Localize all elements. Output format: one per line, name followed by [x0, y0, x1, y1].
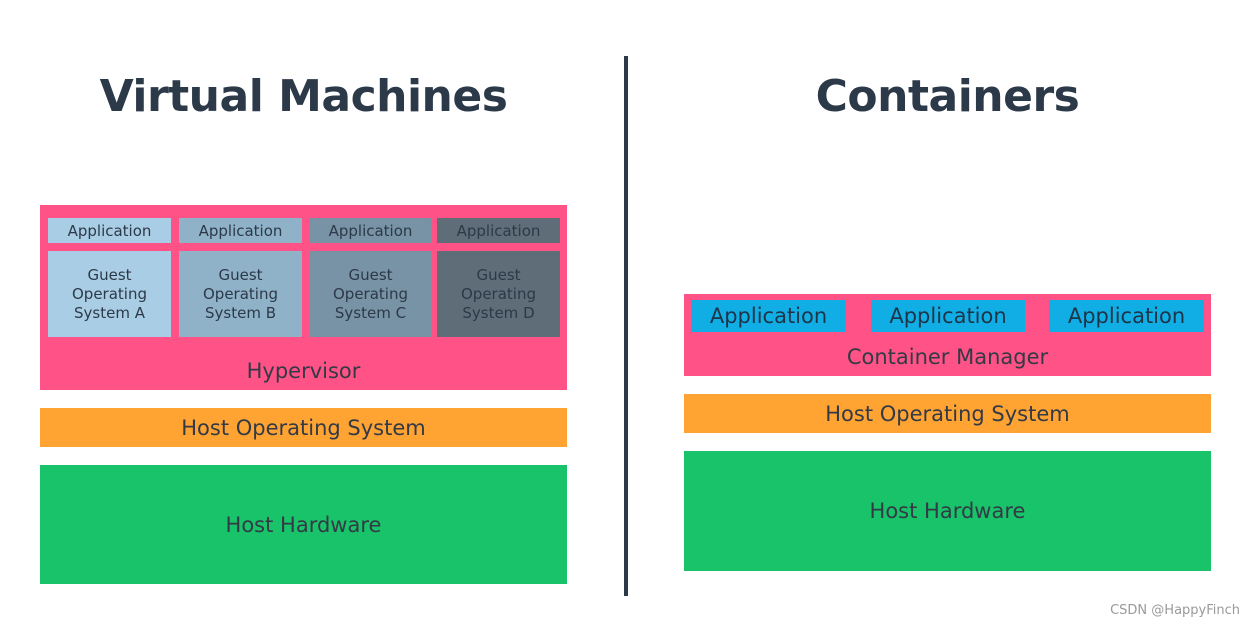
- guest-os-d-line3: System D: [462, 303, 535, 322]
- vm-application-c: Application: [310, 218, 431, 243]
- container-application-1: Application: [691, 300, 846, 332]
- vm-application-d: Application: [437, 218, 560, 243]
- guest-os-c: Guest Operating System C: [310, 251, 431, 337]
- guest-os-a: Guest Operating System A: [48, 251, 171, 337]
- container-host-os: Host Operating System: [684, 394, 1211, 433]
- guest-os-a-line2: Operating: [72, 284, 147, 303]
- watermark: CSDN @HappyFinch: [1110, 603, 1240, 618]
- guest-os-b: Guest Operating System B: [179, 251, 302, 337]
- vm-application-b: Application: [179, 218, 302, 243]
- guest-os-b-line3: System B: [205, 303, 276, 322]
- guest-os-d-line2: Operating: [461, 284, 536, 303]
- container-application-2: Application: [871, 300, 1025, 332]
- guest-os-a-line3: System A: [74, 303, 145, 322]
- containers-title: Containers: [815, 70, 1080, 122]
- guest-os-c-line1: Guest: [348, 265, 393, 284]
- guest-os-c-line3: System C: [334, 303, 407, 322]
- guest-os-d: Guest Operating System D: [437, 251, 560, 337]
- vm-host-hardware: Host Hardware: [40, 465, 567, 584]
- guest-os-d-line1: Guest: [476, 265, 521, 284]
- guest-os-a-line1: Guest: [87, 265, 132, 284]
- container-manager-label: Container Manager: [846, 345, 1049, 369]
- guest-os-c-line2: Operating: [333, 284, 408, 303]
- container-host-hardware: Host Hardware: [684, 451, 1211, 571]
- vm-host-os: Host Operating System: [40, 408, 567, 447]
- hypervisor-label: Hypervisor: [246, 359, 361, 383]
- guest-os-b-line1: Guest: [218, 265, 263, 284]
- vertical-divider: [624, 56, 628, 596]
- guest-os-b-line2: Operating: [203, 284, 278, 303]
- container-application-3: Application: [1049, 300, 1204, 332]
- vm-title: Virtual Machines: [99, 70, 508, 122]
- vm-application-a: Application: [48, 218, 171, 243]
